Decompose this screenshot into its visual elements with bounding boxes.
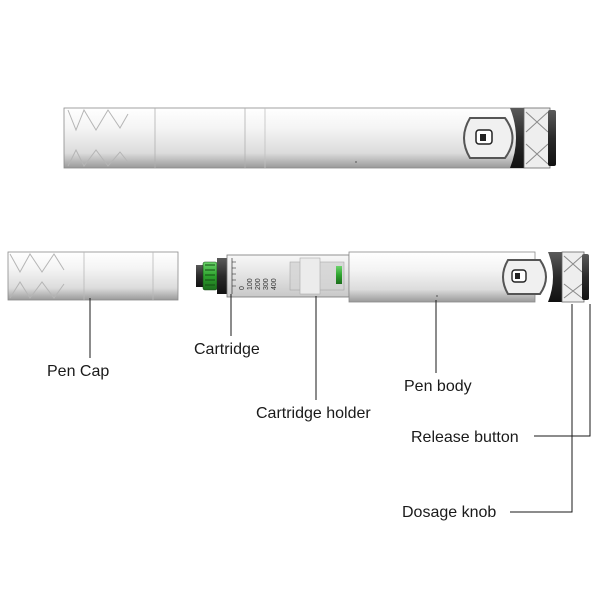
label-pen-body: Pen body	[404, 378, 472, 395]
scale-number: 0	[239, 286, 246, 290]
scale-number: 100	[247, 278, 254, 290]
label-cartridge-holder: Cartridge holder	[256, 405, 371, 422]
scale-number: 300	[263, 278, 270, 290]
label-dosage-knob: Dosage knob	[402, 504, 496, 521]
cartridge-scale-ticks	[232, 261, 236, 287]
scale-number: 400	[271, 278, 278, 290]
label-release-button: Release button	[411, 429, 519, 446]
scale-number: 200	[255, 278, 262, 290]
pen-body	[348, 251, 589, 303]
cartridge-assembly: 0 100 200 300 400	[196, 254, 350, 298]
label-pen-cap: Pen Cap	[47, 363, 109, 380]
pen-cap	[7, 251, 179, 301]
label-cartridge: Cartridge	[194, 341, 260, 358]
cartridge-scale-numbers: 0 100 200 300 400	[239, 278, 278, 290]
assembled-pen	[63, 107, 556, 169]
leader-lines	[89, 294, 591, 513]
